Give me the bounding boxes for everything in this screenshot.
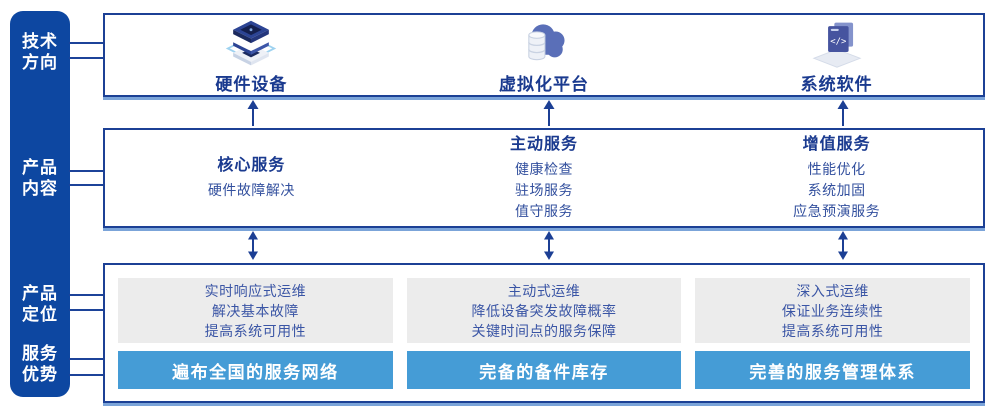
cloud-database-icon <box>528 24 565 61</box>
server-stack-icon <box>226 20 277 66</box>
advantage-bar: 遍布全国的服务网络 <box>118 351 393 389</box>
tech-item-label: 虚拟化平台 <box>499 75 589 94</box>
sidebar-label-line: 内容 <box>22 179 58 198</box>
sidebar-label-line: 方向 <box>22 53 58 72</box>
connector-line <box>69 170 106 172</box>
tech-direction-box: 硬件设备 虚拟化平台 <box>103 13 985 97</box>
positioning-panel: 深入式运维 保证业务连续性 提高系统可用性 <box>695 278 971 343</box>
service-item: 硬件故障解决 <box>207 182 295 198</box>
tech-item-virtualization: 虚拟化平台 <box>398 15 691 95</box>
positioning-line: 提高系统可用性 <box>204 322 307 339</box>
positioning-line: 解决基本故障 <box>211 302 299 319</box>
service-item: 健康检查 <box>515 161 573 177</box>
sidebar-label-line: 定位 <box>22 305 58 324</box>
double-arrow <box>838 231 848 260</box>
positioning-line: 深入式运维 <box>796 282 869 299</box>
double-arrow <box>544 231 554 260</box>
connector-line <box>69 184 106 186</box>
service-column-active: 主动服务 健康检查 驻场服务 值守服务 <box>398 130 691 226</box>
tech-item-label: 系统软件 <box>800 75 873 94</box>
advantage-bar: 完善的服务管理体系 <box>695 351 971 389</box>
sidebar-label-line: 产品 <box>22 158 58 177</box>
double-arrow <box>248 231 258 260</box>
positioning-column-realtime: 实时响应式运维 解决基本故障 提高系统可用性 遍布全国的服务网络 <box>118 278 393 389</box>
up-arrow <box>837 100 849 126</box>
connector-line <box>69 309 106 311</box>
connector-line <box>69 374 106 376</box>
code-window-icon: </> <box>812 22 862 68</box>
product-content-box: 核心服务 硬件故障解决 主动服务 健康检查 驻场服务 值守服务 增值服务 性能优… <box>103 128 985 228</box>
positioning-line: 降低设备突发故障概率 <box>471 302 617 319</box>
positioning-line: 关键时间点的服务保障 <box>471 322 617 339</box>
service-item: 性能优化 <box>807 161 866 177</box>
advantage-bar: 完备的备件库存 <box>406 351 682 389</box>
category-sidebar: 技术 方向 产品 内容 产品 定位 服务 优势 <box>10 11 70 397</box>
up-arrow <box>543 100 555 126</box>
connector-line <box>69 358 106 360</box>
positioning-panel: 实时响应式运维 解决基本故障 提高系统可用性 <box>118 278 393 343</box>
tech-item-hardware: 硬件设备 <box>105 15 398 95</box>
service-item: 系统加固 <box>807 182 866 198</box>
positioning-panel: 主动式运维 降低设备突发故障概率 关键时间点的服务保障 <box>406 278 682 343</box>
connector-line <box>69 294 106 296</box>
service-column-core: 核心服务 硬件故障解决 <box>105 130 398 226</box>
positioning-line: 实时响应式运维 <box>204 282 307 299</box>
sidebar-label-service-advantage: 服务 优势 <box>10 343 70 385</box>
service-item: 应急预演服务 <box>793 203 881 219</box>
sidebar-label-product-content: 产品 内容 <box>10 157 70 199</box>
connector-line <box>69 42 106 44</box>
service-item: 驻场服务 <box>515 182 573 198</box>
sidebar-label-line: 优势 <box>22 365 58 384</box>
sidebar-label-line: 技术 <box>22 32 58 51</box>
tech-item-label: 硬件设备 <box>215 75 288 94</box>
connector-line <box>69 57 106 59</box>
sidebar-label-product-positioning: 产品 定位 <box>10 283 70 325</box>
positioning-column-indepth: 深入式运维 保证业务连续性 提高系统可用性 完善的服务管理体系 <box>695 278 971 389</box>
service-heading: 核心服务 <box>217 157 286 174</box>
service-column-value-added: 增值服务 性能优化 系统加固 应急预演服务 <box>690 130 983 226</box>
service-heading: 增值服务 <box>802 136 871 153</box>
sidebar-label-line: 服务 <box>22 344 58 363</box>
tech-item-system-software: </> 系统软件 <box>690 15 983 95</box>
svg-text:</>: </> <box>830 37 846 47</box>
positioning-line: 提高系统可用性 <box>781 322 884 339</box>
service-item: 值守服务 <box>515 203 573 219</box>
positioning-column-proactive: 主动式运维 降低设备突发故障概率 关键时间点的服务保障 完备的备件库存 <box>406 278 682 389</box>
sidebar-label-line: 产品 <box>22 284 58 303</box>
sidebar-label-tech-direction: 技术 方向 <box>10 31 70 73</box>
service-heading: 主动服务 <box>510 136 579 153</box>
up-arrow <box>247 100 259 126</box>
positioning-line: 主动式运维 <box>507 282 581 299</box>
product-positioning-box: 实时响应式运维 解决基本故障 提高系统可用性 遍布全国的服务网络 主动式运维 降… <box>103 263 985 403</box>
positioning-line: 保证业务连续性 <box>781 302 884 319</box>
